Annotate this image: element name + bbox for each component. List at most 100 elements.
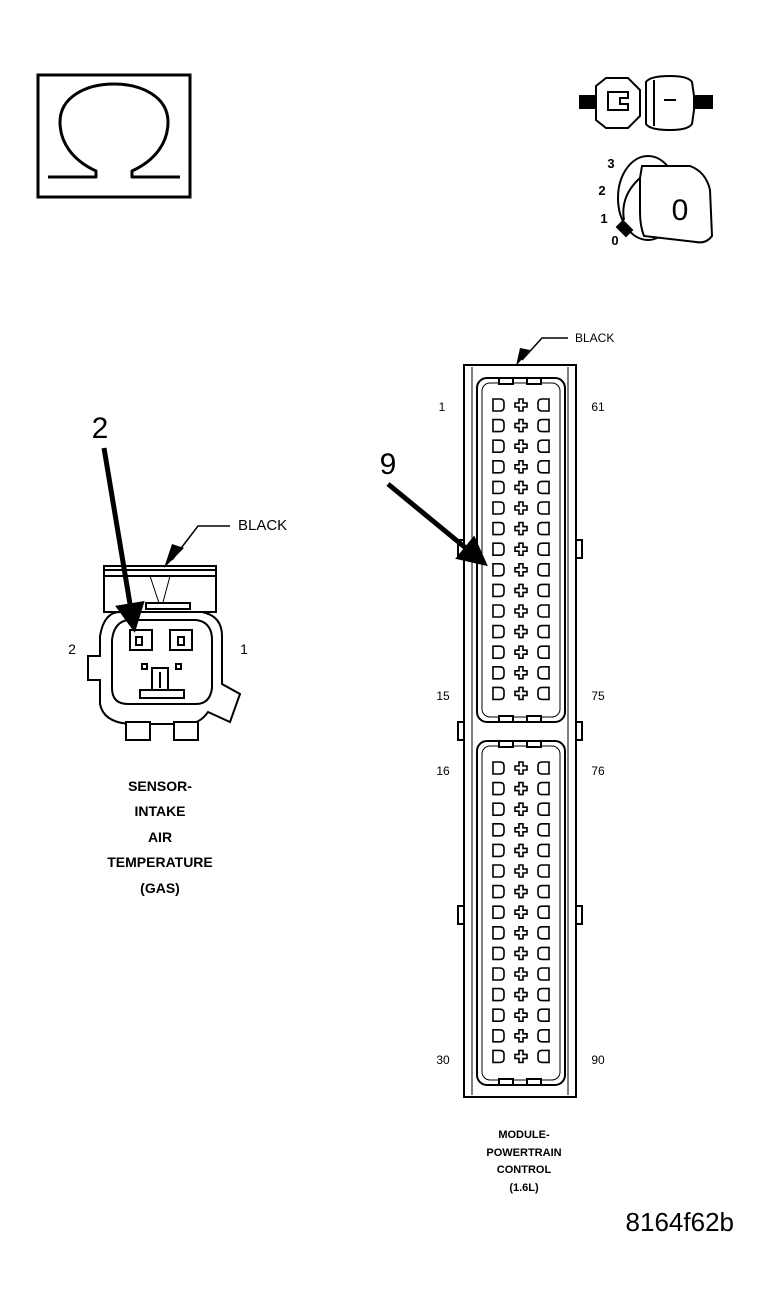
- module-pin-cavity: [492, 802, 505, 816]
- module-pin-cavity: [537, 480, 550, 495]
- module-color-leader: [516, 337, 568, 366]
- module-pin-cavity: [492, 1029, 505, 1043]
- module-pin-cavity: [537, 501, 550, 515]
- module-pin-cavity: [514, 418, 528, 433]
- module-pin-cavity: [537, 645, 550, 659]
- module-title-line-4: (1.6L): [509, 1182, 539, 1194]
- module-pin-cavity: [492, 624, 505, 639]
- sensor-pin-label-right: 1: [240, 641, 248, 657]
- module-pin-grid: [492, 398, 550, 1064]
- sensor-title-line-2: INTAKE: [134, 803, 185, 819]
- module-pin-cavity: [492, 418, 505, 433]
- sensor-title-line-4: TEMPERATURE: [107, 854, 213, 870]
- sensor-title-line-1: SENSOR-: [128, 778, 192, 794]
- module-pin-cavity: [492, 398, 505, 412]
- module-pin-cavity: [514, 480, 528, 495]
- sensor-title-line-5: (GAS): [140, 880, 180, 896]
- module-pin-cavity: [492, 1008, 505, 1022]
- module-pin-cavity: [537, 686, 550, 701]
- module-pin-cavity: [514, 686, 528, 701]
- module-pin-cavity: [537, 987, 550, 1002]
- module-title-line-3: CONTROL: [497, 1164, 552, 1176]
- module-pin-cavity: [514, 666, 528, 680]
- module-pin-cavity: [514, 398, 528, 412]
- module-pin-cavity: [537, 905, 550, 919]
- module-pin-cavity: [537, 624, 550, 639]
- module-color-label: BLACK: [575, 331, 614, 345]
- sensor-color-label: BLACK: [238, 517, 287, 534]
- sensor-title: SENSOR- INTAKE AIR TEMPERATURE (GAS): [107, 778, 213, 896]
- module-pin-cavity: [514, 761, 528, 775]
- module-pin-cavity: [537, 1049, 550, 1064]
- module-pin-cavity: [514, 926, 528, 940]
- module-pin-cavity: [514, 987, 528, 1002]
- module-pin-cavity: [537, 1008, 550, 1022]
- module-pin-cavity: [492, 926, 505, 940]
- module-pin-cavity: [492, 439, 505, 453]
- module-pin-cavity: [514, 884, 528, 899]
- module-pin-cavity: [492, 563, 505, 577]
- module-callout-number: 9: [380, 448, 397, 481]
- ignition-position-1: 1: [600, 211, 607, 226]
- sensor-title-line-3: AIR: [148, 829, 172, 845]
- module-connector-body: [457, 364, 583, 1098]
- sensor-connector: [87, 565, 242, 741]
- module-pin-cavity: [537, 521, 550, 536]
- module-pin-label-1: 1: [439, 400, 446, 414]
- module-pin-cavity: [492, 604, 505, 618]
- module-pin-cavity: [514, 1049, 528, 1064]
- module-pin-cavity: [537, 884, 550, 899]
- module-pin-cavity: [514, 802, 528, 816]
- module-title-line-1: MODULE-: [498, 1129, 550, 1141]
- module-pin-cavity: [492, 480, 505, 495]
- module-pin-cavity: [492, 501, 505, 515]
- sensor-color-leader: [164, 525, 230, 568]
- module-pin-label-30: 30: [436, 1053, 450, 1067]
- module-callout-arrow: [386, 482, 488, 567]
- module-pin-cavity: [514, 967, 528, 981]
- module-pin-cavity: [514, 864, 528, 878]
- module-pin-label-15: 15: [436, 689, 450, 703]
- module-pin-cavity: [514, 823, 528, 837]
- module-pin-cavity: [514, 946, 528, 961]
- module-pin-label-90: 90: [591, 1053, 605, 1067]
- module-pin-cavity: [492, 884, 505, 899]
- module-pin-cavity: [537, 946, 550, 961]
- module-pin-cavity: [514, 460, 528, 474]
- module-pin-label-75: 75: [591, 689, 605, 703]
- module-pin-cavity: [492, 666, 505, 680]
- module-pin-cavity: [492, 843, 505, 858]
- sensor-callout-arrow: [101, 447, 145, 633]
- module-pin-cavity: [514, 781, 528, 796]
- module-pin-cavity: [514, 563, 528, 577]
- module-pin-cavity: [537, 418, 550, 433]
- module-pin-cavity: [492, 583, 505, 598]
- module-pin-cavity: [514, 843, 528, 858]
- module-pin-cavity: [492, 946, 505, 961]
- module-pin-cavity: [537, 843, 550, 858]
- module-pin-cavity: [514, 1029, 528, 1043]
- module-pin-cavity: [514, 645, 528, 659]
- module-pin-cavity: [537, 926, 550, 940]
- module-pin-cavity: [537, 761, 550, 775]
- module-pin-cavity: [514, 1008, 528, 1022]
- module-pin-cavity: [537, 563, 550, 577]
- module-pin-label-61: 61: [591, 400, 605, 414]
- module-pin-cavity: [492, 967, 505, 981]
- module-pin-label-76: 76: [591, 764, 605, 778]
- module-pin-cavity: [514, 501, 528, 515]
- module-pin-cavity: [514, 624, 528, 639]
- ignition-position-2: 2: [598, 183, 605, 198]
- module-pin-cavity: [492, 781, 505, 796]
- figure-id: 8164f62b: [626, 1207, 734, 1237]
- module-pin-cavity: [514, 905, 528, 919]
- module-pin-cavity: [492, 542, 505, 556]
- module-pin-cavity: [514, 583, 528, 598]
- module-pin-cavity: [492, 645, 505, 659]
- module-pin-cavity: [537, 604, 550, 618]
- module-pin-cavity: [537, 460, 550, 474]
- ohmmeter-icon: [48, 82, 180, 179]
- ignition-position-3: 3: [607, 156, 614, 171]
- sensor-pin-label-left: 2: [68, 641, 76, 657]
- module-pin-cavity: [514, 439, 528, 453]
